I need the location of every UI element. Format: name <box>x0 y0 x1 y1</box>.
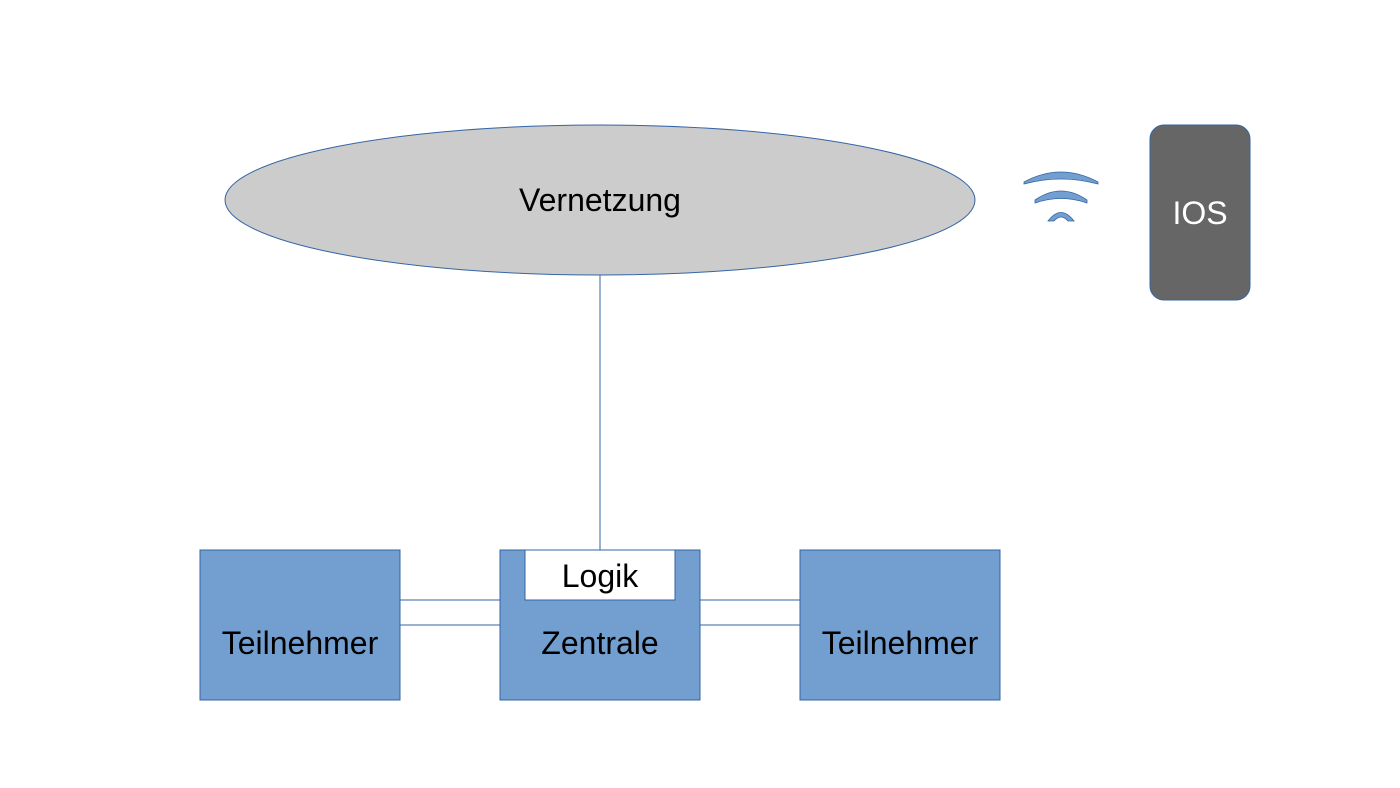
network-ellipse <box>224 124 976 276</box>
participant-left: Teilnehmer <box>199 549 401 701</box>
logic-box <box>524 549 676 601</box>
central-label: Zentrale <box>541 625 658 661</box>
network-label: Vernetzung <box>519 182 681 218</box>
wifi-arc-outer <box>1023 171 1099 185</box>
participant-right-label: Teilnehmer <box>822 625 979 661</box>
participant-right-box <box>799 549 1001 701</box>
ios-device: IOS <box>1149 124 1251 301</box>
network-node: Vernetzung <box>224 124 976 276</box>
logic-label: Logik <box>562 558 640 594</box>
participant-left-box <box>199 549 401 701</box>
participant-left-label: Teilnehmer <box>222 625 379 661</box>
ios-device-body <box>1149 124 1251 301</box>
participant-right: Teilnehmer <box>799 549 1001 701</box>
wifi-arc-middle <box>1034 190 1088 204</box>
ios-label: IOS <box>1172 195 1227 231</box>
wifi-arc-inner <box>1047 212 1075 222</box>
central-unit: Logik Zentrale <box>499 549 701 701</box>
wifi-icon <box>1023 171 1099 222</box>
